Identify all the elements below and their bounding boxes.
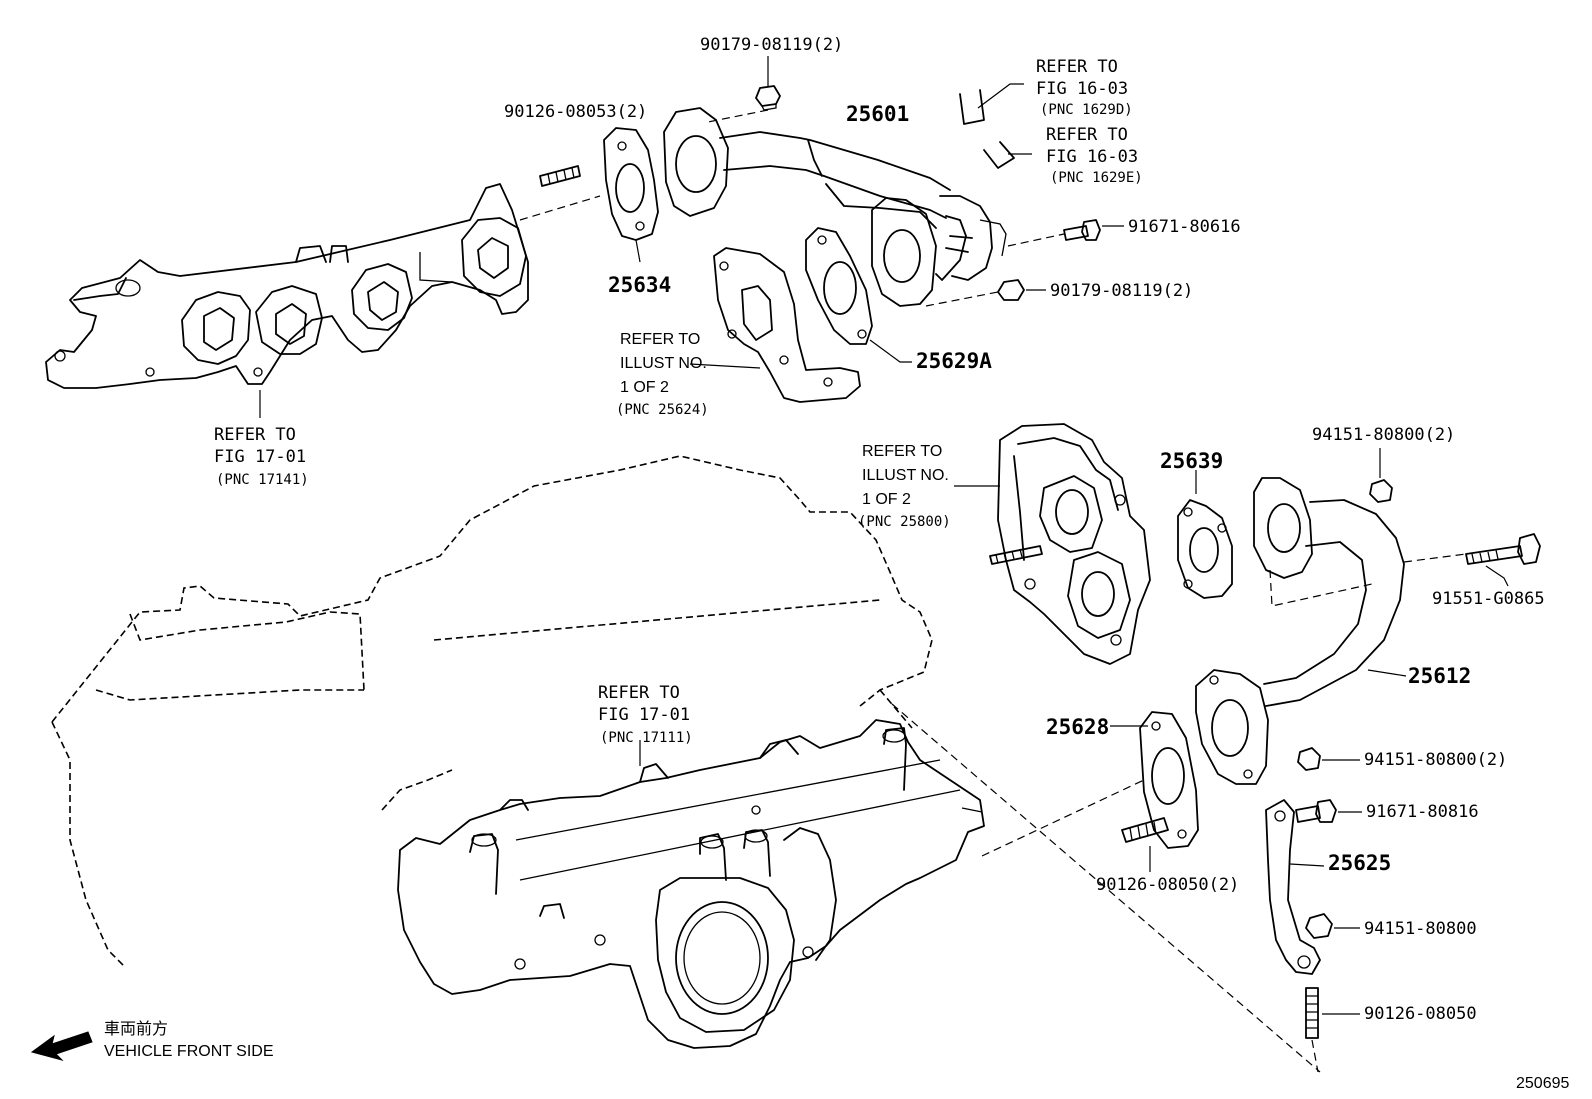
diagram-id: 250695 <box>1516 1075 1569 1092</box>
svg-text:REFER TO: REFER TO <box>1046 125 1128 145</box>
label-91671-80616: 91671-80616 <box>1128 217 1241 237</box>
svg-text:(PNC 17141): (PNC 17141) <box>216 472 309 488</box>
engine-block-ghost <box>51 455 933 967</box>
bolt-91551-g0865 <box>1465 533 1541 565</box>
gasket-25639 <box>1177 499 1233 599</box>
label-91671-80816: 91671-80816 <box>1366 802 1479 822</box>
direction-japanese: 車両前方 <box>104 1020 168 1038</box>
label-90179-top: 90179-08119(2) <box>700 35 843 55</box>
nut-94151-top <box>1369 479 1393 503</box>
label-25639: 25639 <box>1160 449 1223 473</box>
label-25612: 25612 <box>1408 664 1471 688</box>
svg-text:ILLUST NO.: ILLUST NO. <box>862 467 949 484</box>
intake-manifold <box>397 719 985 1049</box>
direction-english: VEHICLE FRONT SIDE <box>104 1043 274 1060</box>
svg-text:ILLUST NO.: ILLUST NO. <box>620 355 707 372</box>
label-91551-g0865: 91551-G0865 <box>1432 589 1545 609</box>
svg-text:(PNC 25800): (PNC 25800) <box>858 514 951 530</box>
nut-94151-single <box>1305 913 1333 939</box>
gasket-25628 <box>1139 711 1199 849</box>
svg-text:REFER TO: REFER TO <box>214 425 296 445</box>
hose-1629d <box>959 89 985 125</box>
ref-illust-25800: REFER TO ILLUST NO. 1 OF 2 (PNC 25800) <box>858 443 951 530</box>
label-25625: 25625 <box>1328 851 1391 875</box>
svg-text:FIG 17-01: FIG 17-01 <box>214 447 306 467</box>
label-25629a: 25629A <box>916 349 992 373</box>
bracket-25625 <box>1265 799 1321 975</box>
label-90126-top: 90126-08053(2) <box>504 102 647 122</box>
svg-text:FIG 17-01: FIG 17-01 <box>598 705 690 725</box>
label-90179-right: 90179-08119(2) <box>1050 281 1193 301</box>
bracket-25624 <box>713 247 861 403</box>
ref-fig1603-1629e: REFER TO FIG 16-03 (PNC 1629E) <box>1046 125 1143 186</box>
svg-text:REFER TO: REFER TO <box>862 443 942 460</box>
svg-text:FIG 16-03: FIG 16-03 <box>1046 147 1138 167</box>
hose-1629e <box>983 141 1015 169</box>
label-94151-single: 94151-80800 <box>1364 919 1477 939</box>
svg-text:FIG 16-03: FIG 16-03 <box>1036 79 1128 99</box>
label-90126-single: 90126-08050 <box>1364 1004 1477 1024</box>
svg-text:1 OF 2: 1 OF 2 <box>862 491 911 508</box>
part-labels: 90179-08119(2) 90126-08053(2) 25601 2563… <box>504 35 1545 1024</box>
ref-illust-25624: REFER TO ILLUST NO. 1 OF 2 (PNC 25624) <box>616 331 709 418</box>
label-25628: 25628 <box>1046 715 1109 739</box>
gasket-25629a <box>805 227 873 345</box>
stud-90126-08053 <box>539 165 581 187</box>
ref-fig1701-17141: REFER TO FIG 17-01 (PNC 17141) <box>214 425 309 488</box>
svg-text:1 OF 2: 1 OF 2 <box>620 379 669 396</box>
label-25601: 25601 <box>846 102 909 126</box>
ref-fig1701-17111: REFER TO FIG 17-01 (PNC 17111) <box>598 683 693 746</box>
label-94151-top: 94151-80800(2) <box>1312 425 1455 445</box>
svg-text:REFER TO: REFER TO <box>598 683 680 703</box>
vehicle-front-indicator: 車両前方 VEHICLE FRONT SIDE <box>30 1020 274 1061</box>
svg-text:(PNC 1629D): (PNC 1629D) <box>1040 102 1133 118</box>
gasket-25634 <box>603 127 659 241</box>
reference-notes: REFER TO FIG 16-03 (PNC 1629D) REFER TO … <box>214 57 1143 746</box>
stud-90126-08050-pair <box>1121 817 1169 843</box>
label-25634: 25634 <box>608 273 671 297</box>
ref-fig1603-1629d: REFER TO FIG 16-03 (PNC 1629D) <box>1036 57 1133 118</box>
bolt-91671-80616 <box>1063 219 1101 241</box>
svg-text:REFER TO: REFER TO <box>1036 57 1118 77</box>
egr-pipe-25612 <box>1195 477 1405 785</box>
nut-90179-right <box>997 279 1025 301</box>
label-94151-mid: 94151-80800(2) <box>1364 750 1507 770</box>
svg-text:(PNC 1629E): (PNC 1629E) <box>1050 170 1143 186</box>
svg-text:(PNC 17111): (PNC 17111) <box>600 730 693 746</box>
egr-valve-25800 <box>989 423 1151 665</box>
label-90126-08050-pair: 90126-08050(2) <box>1096 875 1239 895</box>
exhaust-manifold <box>45 183 529 389</box>
nut-94151-mid <box>1297 747 1321 771</box>
stud-90126-08050-single <box>1305 987 1319 1039</box>
egr-pipe-25601 <box>663 107 1007 307</box>
nut-90179-top <box>755 85 781 111</box>
svg-text:(PNC 25624): (PNC 25624) <box>616 402 709 418</box>
svg-text:REFER TO: REFER TO <box>620 331 700 348</box>
bolt-91671-80816 <box>1295 799 1337 823</box>
arrow-left-icon <box>30 1031 93 1061</box>
